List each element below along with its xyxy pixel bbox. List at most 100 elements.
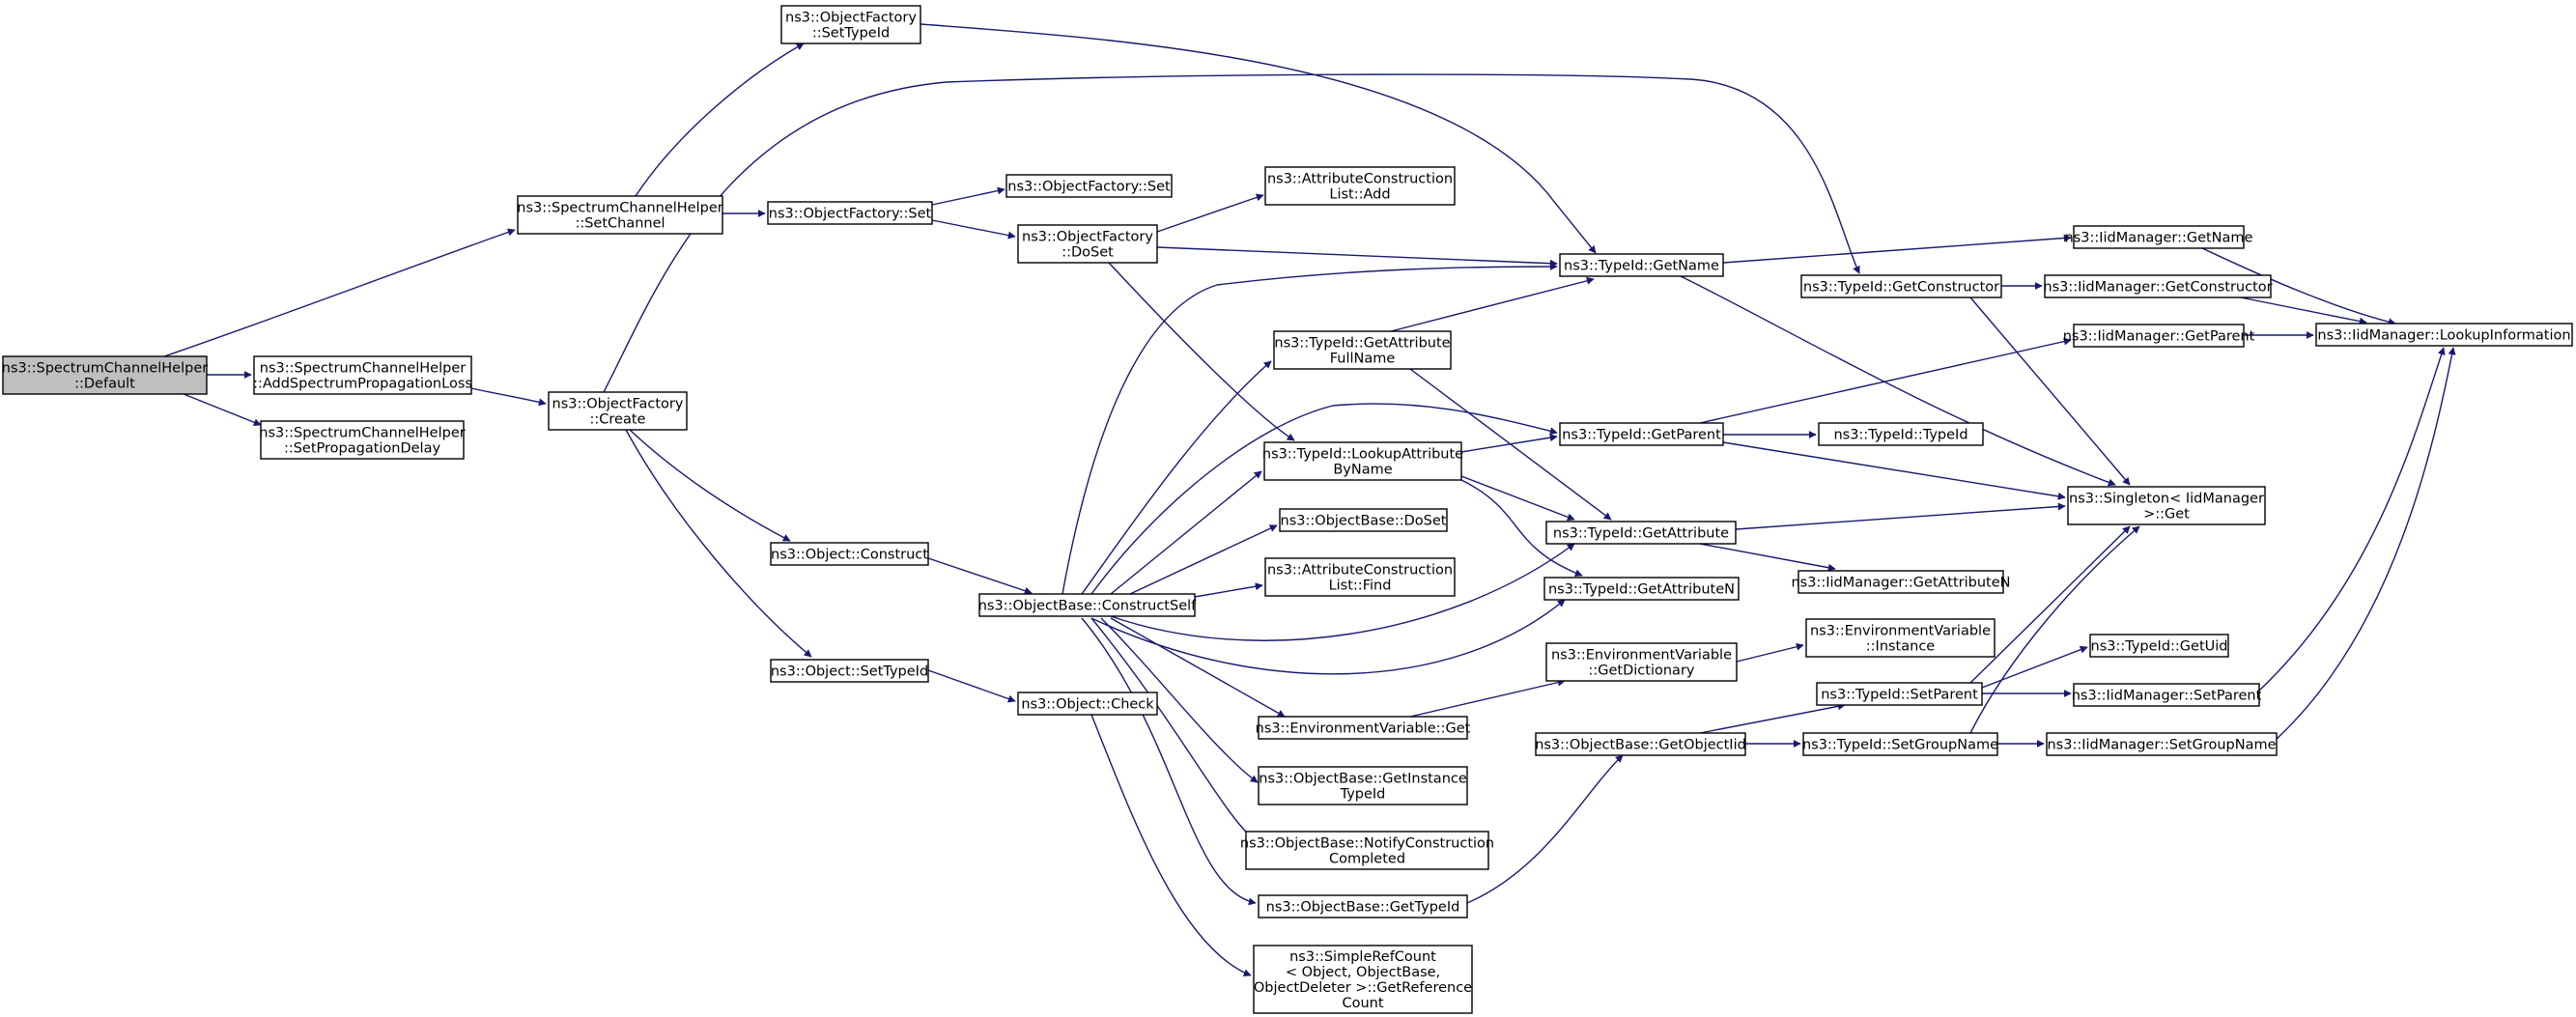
node-ob-constructself[interactable]: ns3::ObjectBase::ConstructSelf [978,593,1197,617]
edge-cs-getinstance [1100,617,1259,783]
node-box [2073,683,2260,707]
node-box [2044,274,2272,298]
node-iid-getconstructor[interactable]: ns3::IidManager::GetConstructor [2043,274,2273,298]
node-box [1273,330,1452,370]
node-label-line: ::AddSpectrumPropagationLoss [253,377,472,392]
edge-getparent-iidgetparent [1699,337,2072,424]
node-label-line: ns3::ObjectBase::DoSet [1281,514,1447,529]
node-iid-lookup[interactable]: ns3::IidManager::LookupInformation [2315,323,2573,347]
node-ob-doset[interactable]: ns3::ObjectBase::DoSet [1279,508,1448,532]
node-label-line: Completed [1329,852,1405,867]
node-src-getref[interactable]: ns3::SimpleRefCount< Object, ObjectBase,… [1253,945,1473,1014]
node-box [2073,324,2245,348]
node-label-line: ns3::TypeId::LookupAttribute [1262,447,1463,463]
node-box [780,5,921,44]
node-of-set2[interactable]: ns3::ObjectFactory::Set [1005,174,1173,198]
edge-lookupattr-getattrn [1460,479,1583,578]
edge-getobjiid-setparent [1699,702,1846,734]
node-tid-getparent[interactable]: ns3::TypeId::GetParent [1559,422,1724,446]
node-label-line: < Object, ObjectBase, [1286,965,1440,980]
node-tid-getattrn[interactable]: ns3::TypeId::GetAttributeN [1543,577,1740,601]
edge-doset-acladd [1156,193,1264,233]
node-label-line: ns3::TypeId::GetAttribute [1274,336,1450,352]
node-tid-typeid[interactable]: ns3::TypeId::TypeId [1818,422,1984,446]
node-label-line: ::Create [590,412,646,428]
node-iid-setgroupname[interactable]: ns3::IidManager::SetGroupName [2046,732,2278,756]
node-box [548,391,688,431]
edge-create-setTypeId-path [603,73,1860,393]
node-of-doset[interactable]: ns3::ObjectFactory::DoSet [1017,224,1158,264]
node-addLoss[interactable]: ns3::SpectrumChannelHelper::AddSpectrumP… [253,355,472,395]
edge-addLoss-create [470,387,547,407]
node-box [1017,692,1158,716]
edge-iidsetgroup-lookup [2276,347,2456,740]
node-tid-setgroupname[interactable]: ns3::TypeId::SetGroupName [1802,732,1998,756]
node-box [1559,422,1724,446]
edge-getparent-singleton [1722,441,2066,500]
node-iid-getname[interactable]: ns3::IidManager::GetName [2065,225,2253,249]
node-ob-notify[interactable]: ns3::ObjectBase::NotifyConstructionCompl… [1240,831,1494,870]
node-singleton[interactable]: ns3::Singleton< IidManager >::Get [2067,486,2266,525]
node-setChannel[interactable]: ns3::SpectrumChannelHelper::SetChannel [517,195,723,235]
edge-root-setDelay [183,393,262,427]
node-setDelay[interactable]: ns3::SpectrumChannelHelper::SetPropagati… [259,420,466,460]
node-of-set[interactable]: ns3::ObjectFactory::Set [767,201,933,225]
node-label-line: ns3::ObjectBase::ConstructSelf [978,599,1197,614]
node-obj-construct[interactable]: ns3::Object::Construct [770,542,929,566]
node-label-line: ns3::Object::Check [1021,697,1154,713]
node-box [2073,225,2245,249]
node-box [1543,577,1740,601]
node-label-line: ns3::IidManager::GetParent [2063,329,2255,345]
node-env-get[interactable]: ns3::EnvironmentVariable::Get [1256,716,1471,740]
edge-ofset-ofset2 [931,186,1005,206]
edge-getname-singleton [1680,275,2116,487]
node-box [1545,521,1737,545]
node-label-line: ns3::IidManager::SetGroupName [2047,738,2276,753]
edge-cs-getattrfull [1081,360,1272,595]
node-tid-getname[interactable]: ns3::TypeId::GetName [1559,253,1724,277]
edge-setparent-getuid [1981,645,2088,689]
node-label-line: ::GetDictionary [1589,664,1695,679]
edge-cs-getname [1062,263,1558,595]
edge-getdict-instance [1736,642,1804,663]
node-label-line: ns3::ObjectBase::GetObjectIid [1535,738,1746,753]
node-obj-check[interactable]: ns3::Object::Check [1017,692,1158,716]
node-tid-setparent[interactable]: ns3::TypeId::SetParent [1816,682,1983,706]
node-tid-getuid[interactable]: ns3::TypeId::GetUid [2089,634,2229,658]
node-iid-getparent[interactable]: ns3::IidManager::GetParent [2063,324,2255,348]
edge-gettypeid-getobjiid [1466,754,1624,904]
node-tid-getconstructor[interactable]: ns3::TypeId::GetConstructor [1800,274,2002,298]
node-box [1535,732,1746,756]
node-obj-settypeid[interactable]: ns3::Object::SetTypeId [770,659,929,683]
node-box [1017,224,1158,264]
node-label-line: List::Add [1329,187,1390,203]
node-env-instance[interactable]: ns3::EnvironmentVariable::Instance [1805,618,1996,658]
node-ob-gettypeid[interactable]: ns3::ObjectBase::GetTypeId [1258,894,1468,918]
node-setTypeId-of[interactable]: ns3::ObjectFactory::SetTypeId [780,5,921,44]
node-box [2089,634,2229,658]
node-ob-getobjectiid[interactable]: ns3::ObjectBase::GetObjectIid [1535,732,1746,756]
edge-cs-aclfind [1194,582,1263,598]
node-iid-setparent[interactable]: ns3::IidManager::SetParent [2072,683,2262,707]
node-iid-getattrn[interactable]: ns3::IidManager::GetAttributeN [1791,570,2011,594]
node-label-line: TypeId [1340,787,1386,803]
edge-setgroup-singleton [1969,525,2140,734]
node-root[interactable]: ns3::SpectrumChannelHelper::Default [2,355,209,395]
node-label-line: ns3::ObjectFactory [785,11,917,26]
node-create[interactable]: ns3::ObjectFactory::Create [548,391,688,431]
node-box [2067,486,2266,525]
edge-ofset-doset [931,219,1016,240]
node-tid-getattr[interactable]: ns3::TypeId::GetAttribute [1545,521,1737,545]
node-env-getdict[interactable]: ns3::EnvironmentVariable::GetDictionary [1545,642,1738,682]
node-label-line: ns3::IidManager::GetAttributeN [1791,576,2010,591]
node-label-line: >::Get [2143,507,2190,523]
edge-cs-obdoset [1129,524,1278,595]
node-label-line: ns3::ObjectBase::NotifyConstruction [1240,836,1494,852]
node-label-line: ns3::TypeId::SetParent [1821,688,1978,703]
